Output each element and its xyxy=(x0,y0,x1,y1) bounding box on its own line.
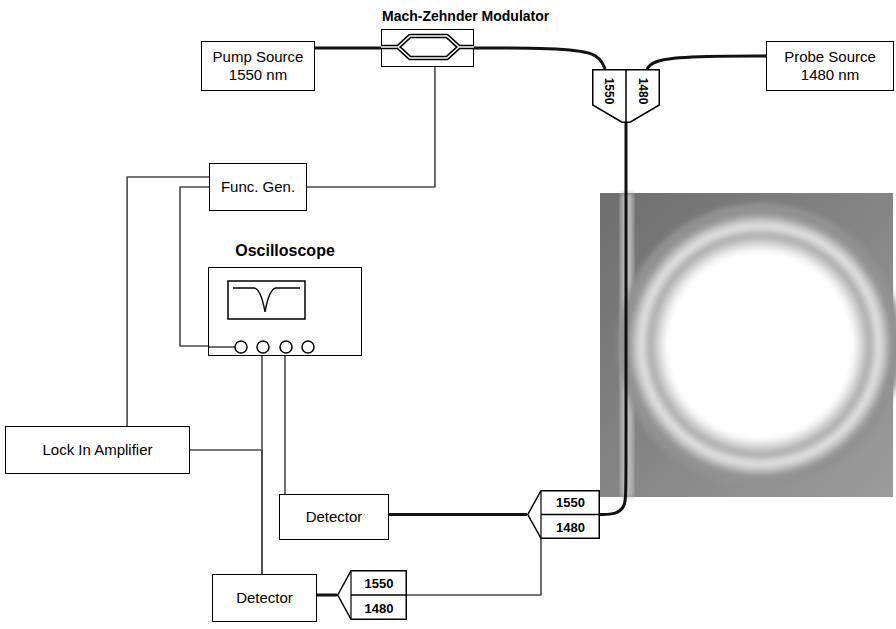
box-label: Detector xyxy=(236,589,293,607)
scope-knob xyxy=(302,341,314,353)
interferometer-core xyxy=(381,36,474,58)
dip-trace xyxy=(233,288,300,312)
ring-halo xyxy=(618,203,896,487)
heading-label: Oscilloscope xyxy=(235,242,335,260)
mzm-drawing xyxy=(382,30,475,68)
box-label: Pump Source 1550 nm xyxy=(208,48,308,84)
instrument-box: Func. Gen. xyxy=(209,163,307,211)
source-box: Pump Source 1550 nm xyxy=(201,41,315,91)
source-box: Probe Source 1480 nm xyxy=(766,41,894,91)
optical-fiber xyxy=(474,48,605,69)
detector-box: Detector xyxy=(212,574,317,622)
box-label: Detector xyxy=(306,508,363,526)
splitter-divider xyxy=(350,571,351,620)
splitter-divider xyxy=(541,514,600,516)
scope-drawing xyxy=(209,268,363,357)
internal-wire xyxy=(209,346,235,348)
scope-knob xyxy=(257,341,269,353)
wdm-splitter: 1550 1480 xyxy=(337,570,407,620)
port-label: 1550 xyxy=(602,78,616,105)
splitter-outline xyxy=(528,491,600,539)
splitter-outline xyxy=(338,571,407,620)
microring xyxy=(628,213,892,477)
port-label: 1480 xyxy=(365,600,394,615)
port-label: 1480 xyxy=(556,519,585,534)
oscilloscope-box: Oscilloscope xyxy=(208,267,362,356)
optical-fiber xyxy=(389,513,527,516)
wdm-coupler: 1550 1480 xyxy=(592,69,660,123)
signal-wire xyxy=(284,356,286,494)
signal-wire xyxy=(180,187,209,346)
scope-knob xyxy=(235,341,247,353)
box-label: Lock In Amplifier xyxy=(42,441,152,459)
optical-fiber xyxy=(317,594,337,597)
box-label: Func. Gen. xyxy=(221,178,295,196)
optical-fiber xyxy=(647,56,766,69)
interferometer-arms xyxy=(381,36,474,58)
splitter-divider xyxy=(540,491,541,539)
heading-label: Mach-Zehnder Modulator xyxy=(382,8,549,24)
signal-wire xyxy=(190,450,262,574)
signal-wire xyxy=(407,539,541,595)
wdm-splitter: 1550 1480 xyxy=(527,490,600,539)
optical-fiber xyxy=(600,123,626,515)
box-label: Probe Source 1480 nm xyxy=(773,48,887,84)
scope-knob xyxy=(280,341,292,353)
coupler-outline xyxy=(593,70,660,123)
port-label: 1550 xyxy=(556,495,585,510)
signal-wire xyxy=(127,177,209,426)
port-label: 1550 xyxy=(365,575,394,590)
detector-box: Detector xyxy=(279,494,389,540)
signal-wire xyxy=(307,67,435,187)
modulator-box: Mach-Zehnder Modulator xyxy=(381,29,474,67)
optical-fiber xyxy=(315,47,381,50)
port-label: 1480 xyxy=(636,78,650,105)
splitter-divider xyxy=(351,594,407,596)
scope-screen xyxy=(228,281,305,319)
instrument-box: Lock In Amplifier xyxy=(5,426,190,474)
coupler-divider xyxy=(625,70,627,122)
